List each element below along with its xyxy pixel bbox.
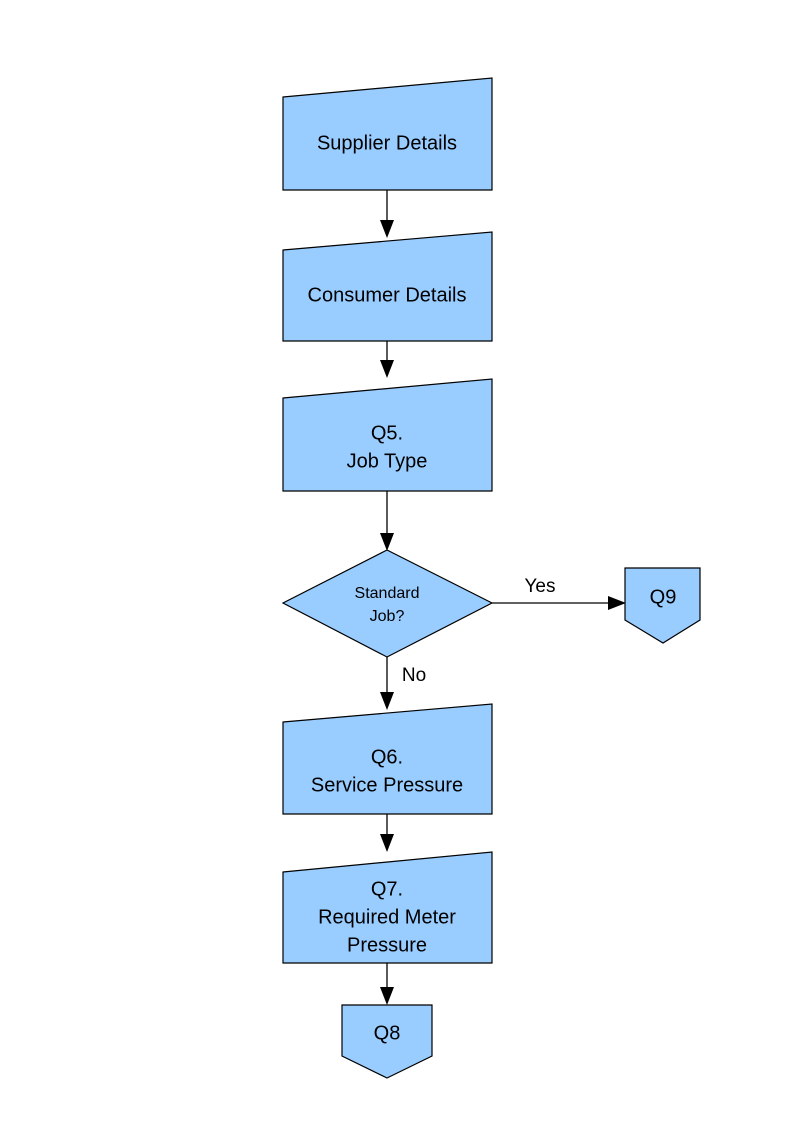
card-shape <box>282 231 493 342</box>
off-page-connector-shape <box>624 567 701 644</box>
edge-supplier-to-consumer <box>380 190 394 238</box>
card-shape <box>282 77 493 191</box>
node-label-decision-line2: Job? <box>370 608 405 625</box>
node-q7-required-meter-pressure[interactable]: Q7. Required Meter Pressure <box>282 851 493 964</box>
node-label-consumer-details: Consumer Details <box>308 284 467 306</box>
edge-q5-to-decision <box>380 491 394 551</box>
node-label-q7-line1: Q7. <box>371 878 403 900</box>
edge-q7-to-q8 <box>380 963 394 1005</box>
card-shape <box>282 851 493 964</box>
card-shape <box>282 378 493 492</box>
edge-decision-to-q9: Yes <box>492 576 626 610</box>
node-label-q5-line2: Job Type <box>347 450 428 472</box>
node-label-q6-line1: Q6. <box>371 746 403 768</box>
node-label-q8: Q8 <box>374 1022 401 1044</box>
node-label-supplier-details: Supplier Details <box>317 132 457 154</box>
node-label-q5-line1: Q5. <box>371 422 403 444</box>
node-q9-connector[interactable]: Q9 <box>624 567 701 644</box>
edge-label-no: No <box>402 665 426 686</box>
arrow-head-icon <box>380 692 394 710</box>
node-standard-job-decision[interactable]: Standard Job? <box>281 549 494 658</box>
arrow-head-icon <box>380 834 394 852</box>
arrow-head-icon <box>380 533 394 551</box>
card-shape <box>282 703 493 815</box>
node-q6-service-pressure[interactable]: Q6. Service Pressure <box>282 703 493 815</box>
node-q8-connector[interactable]: Q8 <box>341 1004 433 1079</box>
node-label-q6-line2: Service Pressure <box>311 774 463 796</box>
edge-consumer-to-q5 <box>380 341 394 378</box>
node-supplier-details[interactable]: Supplier Details <box>282 77 493 191</box>
node-label-q7-line3: Pressure <box>347 934 427 956</box>
node-consumer-details[interactable]: Consumer Details <box>282 231 493 342</box>
arrow-head-icon <box>380 360 394 378</box>
off-page-connector-shape <box>341 1004 433 1079</box>
arrow-head-icon <box>380 220 394 238</box>
edge-decision-to-q6: No <box>380 657 426 710</box>
node-label-decision-line1: Standard <box>355 585 420 602</box>
arrow-head-icon <box>380 987 394 1005</box>
edge-q6-to-q7 <box>380 814 394 852</box>
node-label-q9: Q9 <box>650 586 677 608</box>
node-label-q7-line2: Required Meter <box>318 906 456 928</box>
edge-label-yes: Yes <box>525 576 556 597</box>
node-q5-job-type[interactable]: Q5. Job Type <box>282 378 493 492</box>
arrow-head-icon <box>608 596 626 610</box>
